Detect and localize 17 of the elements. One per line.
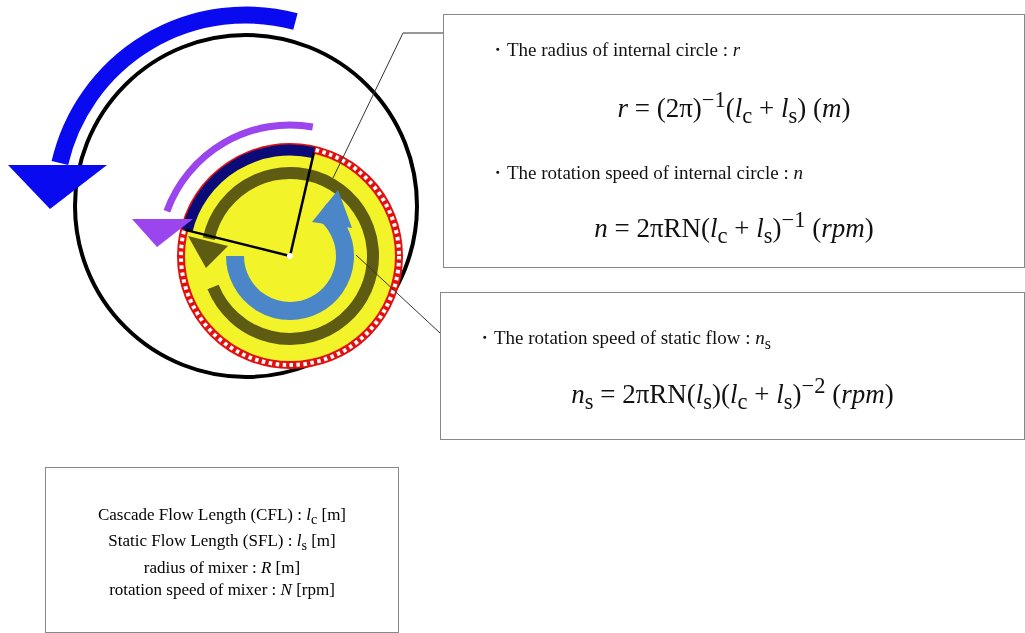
static-flow-arrow	[226, 190, 354, 320]
formula: r = (2π)$^{−1}$(l$_{c}$ + l$_{s}$) (m)	[616, 87, 852, 130]
bullet-text: ・The rotation speed of static flow : n$_{s}$	[475, 326, 771, 353]
definition-text: radius of mixer : R [m]	[142, 556, 302, 579]
definition-text: Cascade Flow Length (CFL) : l$_{c}$ [m]	[96, 504, 347, 530]
flow-ring-arrow	[188, 167, 379, 345]
formula: n = 2πRN(l$_{c}$ + l$_{s}$)$^{−1}$ (rpm)	[593, 207, 875, 250]
formula-box	[443, 14, 1025, 268]
leader-line	[332, 32, 444, 179]
formula: n$_{s}$ = 2πRN(l$_{s}$)(l$_{c}$ + l$_{s}$)$^{−2}$ (rpm)	[570, 373, 895, 416]
bullet-text: ・The rotation speed of internal circle : n	[488, 161, 803, 185]
definition-text: Static Flow Length (SFL) : l$_{s}$ [m]	[107, 530, 337, 556]
leader-line	[355, 254, 441, 334]
bullet-text: ・The radius of internal circle : r	[488, 38, 741, 62]
formula-box	[440, 292, 1025, 440]
legend-box	[45, 467, 399, 633]
definition-text: rotation speed of mixer : N [rpm]	[108, 578, 336, 601]
